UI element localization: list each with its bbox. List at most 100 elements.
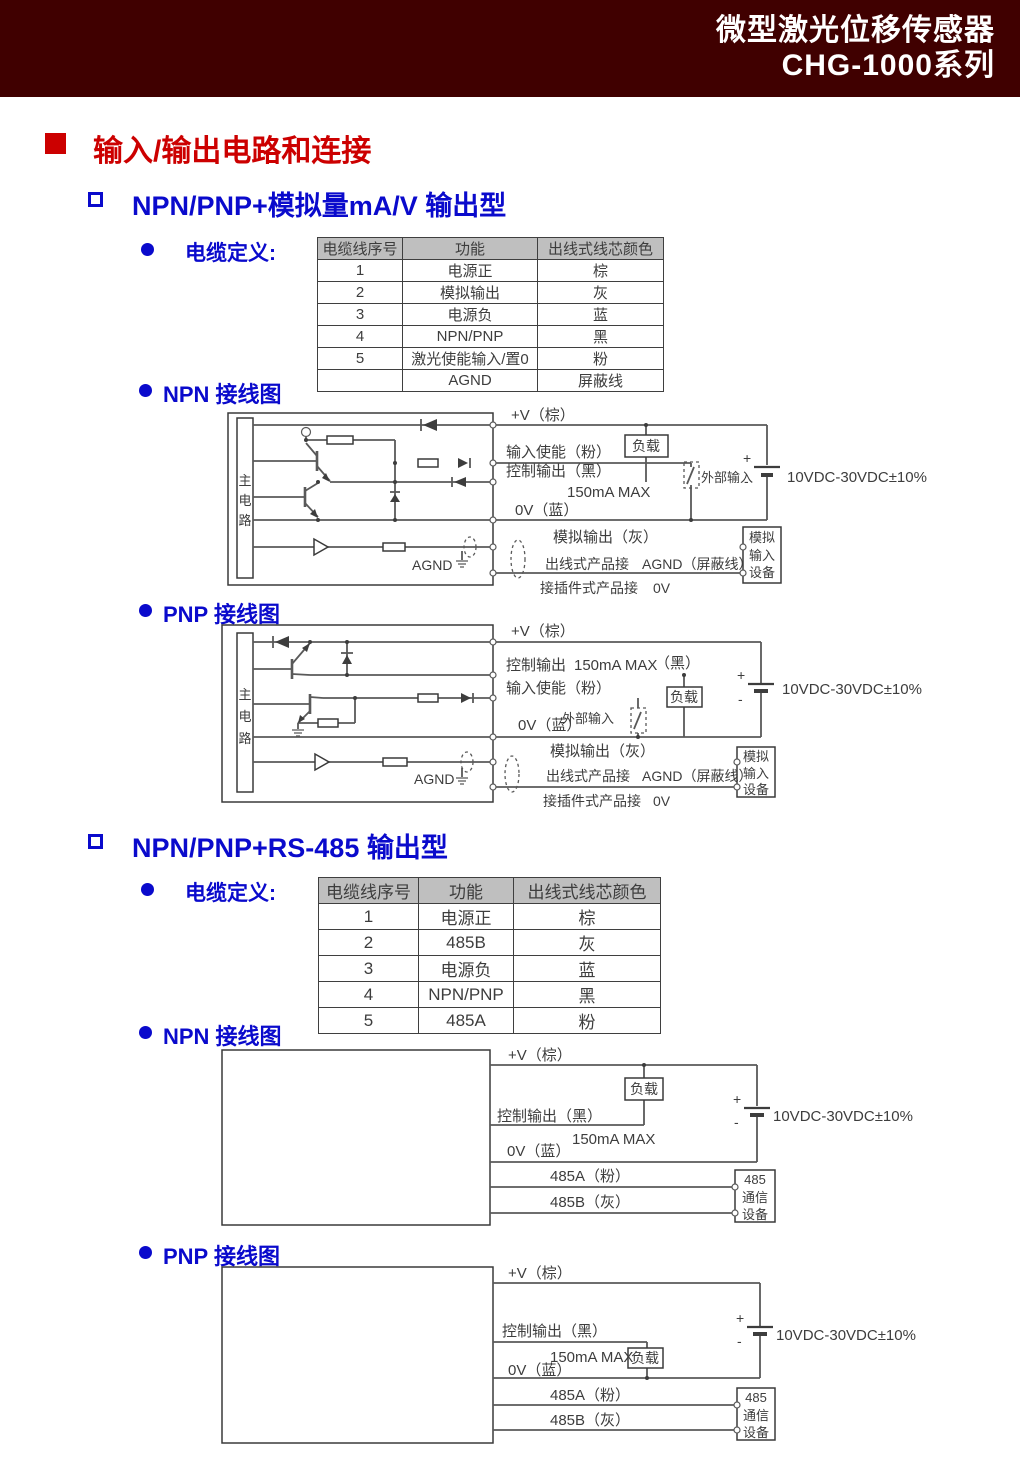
circuit-lines [493,1282,773,1431]
page-header-band: 微型激光位移传感器 CHG-1000系列 [0,0,1020,97]
supply-voltage-label: 10VDC-30VDC±10% [782,681,922,698]
pnp-diagram-label: PNP 接线图 [163,1244,280,1269]
battery-minus-sign: - [744,473,749,489]
enable-wire-label: 输入使能（粉） [506,680,611,697]
analog-device-label: 设备 [749,565,775,580]
load-label: 负载 [632,438,660,454]
485a-wire-label: 485A（粉） [550,1387,630,1404]
table-cell: 4 [318,981,419,1008]
table-cell: 电源负 [402,303,538,326]
table-cell: 电源正 [418,903,514,930]
analog-wire-label: 模拟输出（灰） [550,743,655,760]
main-circuit-label: 路 [238,513,251,528]
table-cell: 电源负 [418,955,514,982]
table-cell: 3 [317,303,403,326]
table-cell: AGND [402,369,538,392]
circle-bullet-icon [139,1246,152,1259]
supply-voltage-label: 10VDC-30VDC±10% [787,469,927,486]
circle-bullet-icon [139,1026,152,1039]
analog-npn-wiring-diagram: 主 电 路 [227,407,927,596]
table-cell: 2 [317,281,403,304]
product-title: 微型激光位移传感器 [716,14,995,47]
zerov-wire-label: 0V（蓝） [508,1362,571,1379]
rs485-npn-wiring-diagram: 负载 485 通信 设备 +V（棕） 控制输出（黑） 150mA MAX 0V（… [221,1047,913,1226]
plug-0v-label: 0V [653,793,671,809]
col-header-function: 功能 [418,877,514,904]
table-cell: 屏蔽线 [537,369,664,392]
current-max-label: 150mA MAX [567,484,650,501]
table-cell: 1 [318,903,419,930]
npn-diagram-label: NPN 接线图 [163,1024,282,1049]
table-cell: 激光使能输入/置0 [402,347,538,370]
enable-wire-label: 输入使能（粉） [506,444,611,461]
battery-plus-sign: + [736,1310,744,1326]
pnp-diagram-label: PNP 接线图 [163,602,280,627]
rs485-device-label: 485 [744,1172,766,1187]
table-cell: NPN/PNP [402,325,538,348]
hollow-square-bullet-icon [88,192,103,207]
analog-cable-def-heading: 电缆定义: [141,237,276,267]
zerov-wire-label: 0V（蓝） [515,502,578,519]
current-max-label: 150mA MAX [572,1131,655,1148]
main-circuit-label: 电 [238,493,251,508]
rs485-comm-device-box: 485 通信 设备 [733,1387,776,1441]
analog-device-label: 模拟 [743,749,769,764]
control-wire-label: 控制输出 [506,657,566,674]
battery-plus-sign: + [737,667,745,683]
main-section-heading: 输入/输出电路和连接 [45,126,371,170]
analog-section-heading: NPN/PNP+模拟量mA/V 输出型 [88,184,506,223]
battery-plus-sign: + [743,450,751,466]
485a-wire-label: 485A（粉） [550,1168,630,1185]
plug-product-note: 接插件式产品接 [540,580,638,596]
analog-wire-label: 模拟输出（灰） [553,529,658,546]
table-cell: 棕 [513,903,661,930]
table-cell: 粉 [537,347,664,370]
485b-wire-label: 485B（灰） [550,1194,630,1211]
analog-device-label: 设备 [743,782,769,797]
rs485-device-label: 通信 [742,1190,768,1205]
table-cell: 黑 [537,325,664,348]
current-max-label: 150mA MAX [574,657,657,674]
agnd-shield-label: AGND（屏蔽线） [642,556,752,572]
control-wire-label: 控制输出（黑） [502,1323,607,1340]
rs485-pnp-heading: PNP 接线图 [139,1239,280,1271]
table-cell: 黑 [513,981,661,1008]
table-cell: NPN/PNP [418,981,514,1008]
circle-bullet-icon [141,243,154,256]
external-input-label: 外部输入 [562,711,614,726]
series-title: CHG-1000系列 [781,49,995,82]
table-cell: 模拟输出 [402,281,538,304]
col-header-color: 出线式线芯颜色 [513,877,661,904]
load-box: 负载 [624,1077,664,1101]
hollow-square-bullet-icon [88,834,103,849]
vplus-wire-label: +V（棕） [511,407,575,424]
table-cell: 蓝 [513,955,661,982]
485b-wire-label: 485B（灰） [550,1412,630,1429]
agnd-label: AGND [412,557,452,573]
vplus-wire-label: +V（棕） [508,1047,572,1064]
circle-bullet-icon [139,384,152,397]
analog-npn-heading: NPN 接线图 [139,377,282,409]
rs485-npn-heading: NPN 接线图 [139,1019,282,1051]
cable-def-label: 电缆定义: [185,882,276,905]
table-header-row: 电缆线序号 功能 出线式线芯颜色 [318,877,661,904]
current-max-label: 150mA MAX [550,1349,633,1366]
black-wire-suffix: （黑） [655,655,700,672]
col-header-function: 功能 [402,237,538,260]
rs485-section-title: NPN/PNP+RS-485 输出型 [132,833,448,863]
table-cell [317,369,403,392]
zerov-wire-label: 0V（蓝） [518,717,581,734]
load-label: 负载 [631,1350,659,1366]
battery-plus-sign: + [733,1091,741,1107]
main-circuit-label: 主 [238,687,251,702]
col-header-wire-no: 电缆线序号 [317,237,403,260]
zerov-wire-label: 0V（蓝） [507,1143,570,1160]
rs485-pnp-wiring-diagram: 负载 485 通信 设备 +V（棕） 控制输出（黑） 150mA MAX 0V（… [221,1265,916,1444]
analog-section-title: NPN/PNP+模拟量mA/V 输出型 [132,191,507,221]
red-square-bullet-icon [45,133,66,154]
circuit-lines [253,419,780,579]
